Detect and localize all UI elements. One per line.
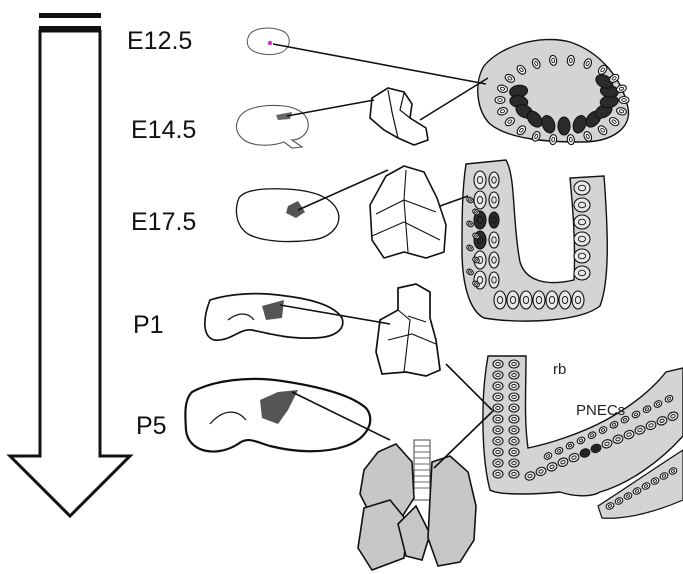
cell [494,291,506,309]
lung-p1 [376,284,440,376]
cell [574,215,590,229]
cell [619,97,629,104]
cell [495,96,505,103]
lung-p5 [358,440,476,570]
cell [558,117,570,135]
stage-label-p5: P5 [136,412,167,440]
cell [509,360,519,368]
cell [574,266,590,280]
cell [509,459,519,467]
embryo-e14-5 [236,106,308,148]
epithelium-cross-section-e14-5 [478,39,629,145]
cell [493,382,503,390]
cell [574,249,590,263]
epithelium-section-p5: rb PNECs [483,356,683,518]
cell [489,252,499,268]
lung-e17-5 [370,166,446,258]
cell [489,212,499,228]
cell [474,171,486,189]
lung-e14-5 [370,88,428,145]
cell [493,360,503,368]
cell [493,426,503,434]
cell [509,426,519,434]
cell [489,192,499,208]
cell [509,393,519,401]
cell [509,371,519,379]
stage-label-p1: P1 [133,311,164,339]
connector-e14-to-lung [287,100,374,116]
pup-p1 [205,294,343,341]
embryo-e12-5 [247,28,289,55]
cell [509,470,519,478]
cell [559,291,571,309]
embryo-e17-5 [236,189,338,242]
arrow-body [10,31,130,516]
cell [489,232,499,248]
cell [493,459,503,467]
label-rb: rb [553,361,566,378]
cell [493,404,503,412]
cell [572,291,584,309]
cell [533,291,545,309]
cell [509,415,519,423]
cell [546,291,558,309]
connector-e12-to-section [273,44,486,84]
stage-label-e12-5: E12.5 [127,27,192,55]
stage-label-e17-5: E17.5 [131,208,196,236]
cell [509,382,519,390]
time-arrow [10,13,130,516]
cell [520,291,532,309]
pup-p5 [185,379,370,452]
cell [493,415,503,423]
cell [493,437,503,445]
lung-bud-dot [268,41,272,45]
cell [489,172,499,188]
cell [509,437,519,445]
cell [493,448,503,456]
cell [574,232,590,246]
stage-label-e14-5: E14.5 [131,116,196,144]
cell [574,198,590,212]
cell [509,448,519,456]
label-pnecs: PNECs [576,402,625,419]
cell [493,371,503,379]
cell [574,181,590,195]
epithelium-cross-section-e17-5 [462,160,607,321]
cell [493,393,503,401]
trachea [414,440,430,500]
cell [507,291,519,309]
cell [489,272,499,288]
cell [474,191,486,209]
arrow-top-bar [39,13,101,18]
cell [493,470,503,478]
cell [509,404,519,412]
